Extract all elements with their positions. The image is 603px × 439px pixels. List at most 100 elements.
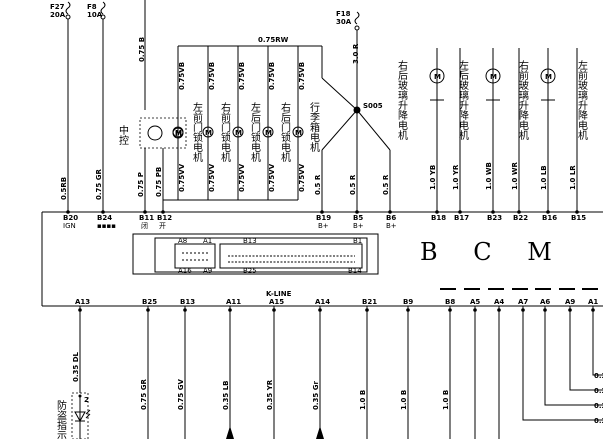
svg-text:闭: 闭	[141, 222, 148, 230]
wire-label-3r: 3.0 R	[352, 43, 360, 64]
svg-text:0.75VB: 0.75VB	[178, 62, 186, 90]
pin-b24: B24	[97, 214, 112, 222]
motor-icon	[172, 127, 184, 139]
fuse-f8: F8 10A	[87, 1, 106, 20]
svg-text:0.75VV: 0.75VV	[298, 163, 306, 192]
svg-text:0.5 R: 0.5 R	[382, 174, 390, 195]
pin-b15: B15	[571, 214, 586, 222]
fuse-f8-symbol	[100, 1, 106, 15]
svg-text:0.3: 0.3	[594, 372, 603, 380]
pin-a6: A6	[540, 298, 550, 306]
bottom-wires	[79, 306, 603, 439]
pin-a11: A11	[226, 298, 241, 306]
svg-text:1.0 YR: 1.0 YR	[452, 164, 460, 190]
svg-text:0.75 GR: 0.75 GR	[95, 169, 103, 200]
bcm-pin-micro-labels	[440, 288, 598, 290]
pin-b12: B12	[157, 214, 172, 222]
svg-text:0.5RB: 0.5RB	[60, 177, 68, 200]
svg-text:B+: B+	[386, 222, 397, 230]
fuse-f8-rating: 10A	[87, 11, 103, 19]
svg-text:IGN: IGN	[63, 222, 76, 230]
window-motor-label-rf: 右前玻璃升降电机	[517, 59, 529, 141]
motor-icon	[429, 68, 445, 84]
motor-icon	[262, 126, 274, 138]
anti-theft-pin: 2	[84, 396, 89, 404]
pin-b16: B16	[542, 214, 557, 222]
pin-a9: A9	[565, 298, 575, 306]
lock-motor-symbols: M M M M M	[172, 126, 304, 138]
svg-text:0.75VB: 0.75VB	[208, 62, 216, 90]
svg-text:1.0 B: 1.0 B	[442, 390, 450, 410]
pin-a15: A15	[269, 298, 284, 306]
central-lock-label: 中控	[117, 124, 129, 146]
svg-text:1.0 WB: 1.0 WB	[485, 162, 493, 190]
svg-text:1.0 B: 1.0 B	[359, 390, 367, 410]
pin-b5: B5	[353, 214, 363, 222]
led-icon	[74, 411, 86, 423]
lock-motor-label-rr: 右后门锁电机	[279, 101, 291, 163]
svg-text:M: M	[295, 129, 302, 137]
terminal-markers	[66, 210, 595, 312]
motor-icon	[232, 126, 244, 138]
anti-theft-label: 防盗指示	[55, 399, 67, 439]
svg-text:0.3: 0.3	[594, 402, 603, 410]
svg-text:M: M	[545, 73, 552, 81]
svg-text:B+: B+	[318, 222, 329, 230]
svg-text:B25: B25	[243, 267, 257, 275]
lock-wire-labels-bottom: 0.75VV 0.75VV 0.75VV 0.75VV 0.75VV	[178, 163, 306, 192]
pin-a4: A4	[494, 298, 504, 306]
svg-text:M: M	[175, 130, 182, 138]
window-motor-label-lf: 左前玻璃升降电机	[576, 59, 588, 141]
pin-b18: B18	[431, 214, 446, 222]
motor-icon	[292, 126, 304, 138]
svg-text:A16: A16	[178, 267, 192, 275]
svg-text:0.5 R: 0.5 R	[314, 174, 322, 195]
window-motors: M M M 右后玻璃升降电机 左后玻璃升降电机 右前玻璃升降电机 左前玻璃升降电…	[396, 48, 588, 212]
lock-motor-wires	[163, 46, 299, 201]
svg-text:0.75 PB: 0.75 PB	[155, 167, 163, 197]
svg-text:0.75VB: 0.75VB	[268, 62, 276, 90]
svg-text:1.0 YB: 1.0 YB	[429, 165, 437, 190]
svg-text:0.75VV: 0.75VV	[208, 163, 216, 192]
svg-text:0.75 GR: 0.75 GR	[140, 379, 148, 410]
fuse-f27-symbol	[65, 1, 71, 15]
svg-text:0.75VB: 0.75VB	[298, 62, 306, 90]
svg-text:M: M	[265, 129, 272, 137]
central-lock-switch: 中控 M	[117, 117, 187, 212]
svg-text:0.75 P: 0.75 P	[137, 172, 145, 197]
lock-motor-label-lr: 左后门锁电机	[249, 101, 261, 163]
fuse-f27-rating: 20A	[50, 11, 66, 19]
svg-text:0.35 Gr: 0.35 Gr	[312, 381, 320, 410]
pin-b19: B19	[316, 214, 331, 222]
pin-b22: B22	[513, 214, 528, 222]
svg-text:M: M	[205, 129, 212, 137]
pin-b25: B25	[142, 298, 157, 306]
svg-text:1.0 B: 1.0 B	[400, 390, 408, 410]
top-wire-labels: 0.5RB 0.75 GR 0.75 P 0.75 PB 0.5 R 0.5 R…	[60, 161, 577, 200]
svg-text:1.0 WR: 1.0 WR	[511, 161, 519, 190]
svg-text:0.75VV: 0.75VV	[268, 163, 276, 192]
fuse-f8-label: F8	[87, 3, 97, 11]
svg-text:A8: A8	[178, 237, 187, 245]
fuse-f18-rating: 30A	[336, 18, 352, 26]
svg-text:0.75VB: 0.75VB	[238, 62, 246, 90]
arrow-down-icon	[226, 426, 234, 439]
fuse-f18-label: F18	[336, 10, 351, 18]
pin-b23: B23	[487, 214, 502, 222]
pin-b8: B8	[445, 298, 455, 306]
svg-text:B13: B13	[243, 237, 257, 245]
wire-label-075rw: 0.75RW	[258, 36, 289, 44]
svg-text:B1: B1	[353, 237, 362, 245]
fuse-f18-symbol	[354, 11, 360, 25]
pin-b6: B6	[386, 214, 396, 222]
bcm-connector: A8 A1 B13 B1 A16 A9 B25 B14	[132, 233, 379, 275]
svg-text:0.75VV: 0.75VV	[238, 163, 246, 192]
svg-text:A1: A1	[203, 237, 212, 245]
bcm-top-pins: B20 IGN B24 ▪▪▪▪ B11 闭 B12 开 B19 B+ B5 B…	[63, 214, 586, 230]
lock-motor-label-rf: 右前门锁电机	[219, 101, 231, 163]
lock-motor-label-trunk: 行李箱电机	[308, 101, 320, 153]
pin-a7: A7	[518, 298, 528, 306]
switch-icon	[147, 125, 163, 141]
pin-a1: A1	[588, 298, 598, 306]
